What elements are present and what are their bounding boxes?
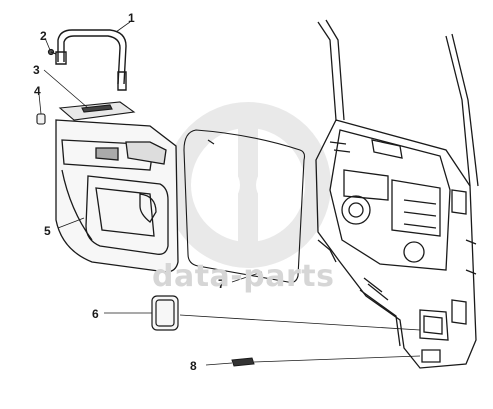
part-3-switch-panel: [58, 101, 136, 121]
callout-1: 1: [128, 11, 135, 25]
watermark-logo: [165, 102, 331, 268]
callout-8: 8: [190, 359, 197, 373]
callout-2: 2: [40, 29, 47, 43]
door-inner-assembly: [315, 19, 479, 369]
part-1-grab-handle: [55, 29, 127, 91]
part-5-door-trim-panel: [55, 119, 179, 273]
part-2-screw: [47, 48, 57, 56]
leader-lines: [38, 21, 421, 366]
watermark-text: data-parts: [152, 259, 335, 294]
part-7-water-shield: [183, 129, 306, 283]
part-8-insert: [231, 357, 255, 367]
part-4-clip: [36, 113, 46, 125]
callout-3: 3: [33, 63, 40, 77]
callout-4: 4: [34, 84, 41, 98]
callout-5: 5: [44, 224, 51, 238]
callout-6: 6: [92, 307, 99, 321]
callout-7: 7: [218, 277, 225, 291]
part-6-cover: [151, 295, 179, 331]
